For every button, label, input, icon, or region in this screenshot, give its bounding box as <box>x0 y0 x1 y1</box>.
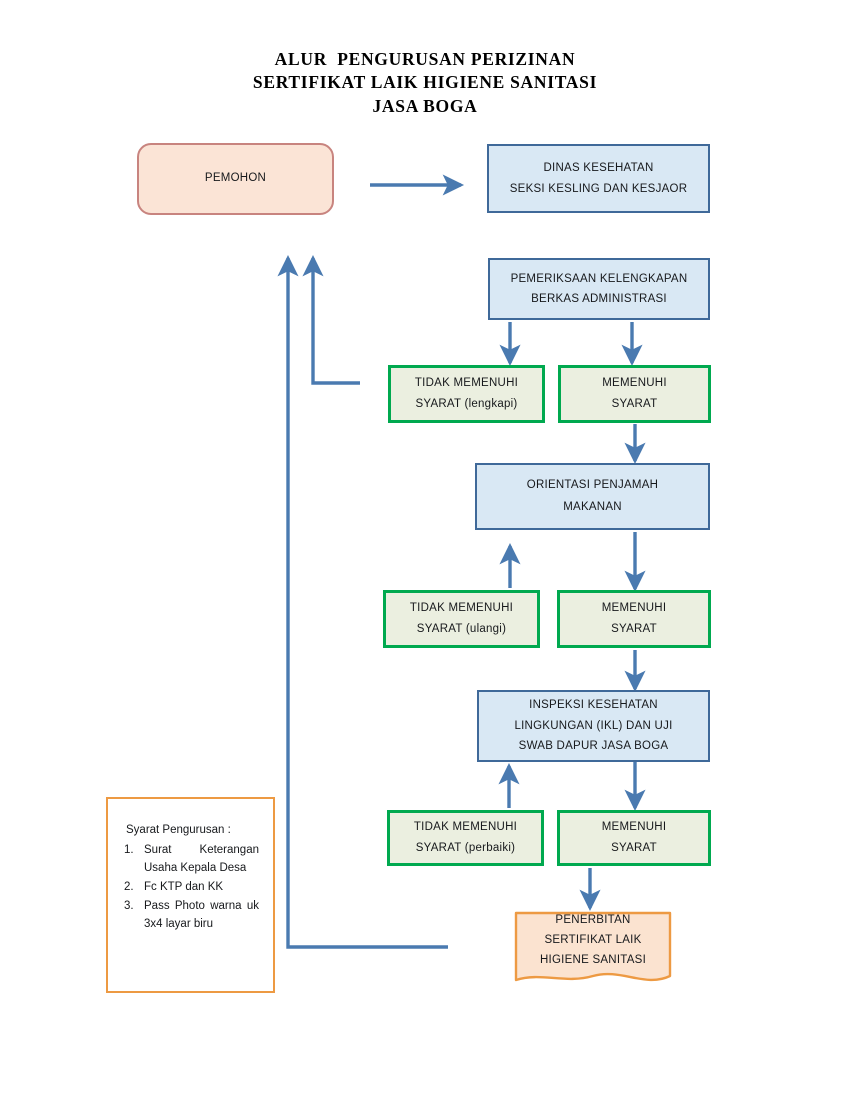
node-tidak-ulangi-line-1: TIDAK MEMENUHI <box>409 601 514 614</box>
node-tidak-memenuhi-perbaiki[interactable]: TIDAK MEMENUHI SYARAT (perbaiki) <box>387 810 544 866</box>
requirements-item-text: Surat Keterangan Usaha Kepala Desa <box>144 843 259 875</box>
requirements-item-text: Fc KTP dan KK <box>144 880 224 893</box>
node-orientasi-line-2: MAKANAN <box>563 500 622 513</box>
node-memenuhi-syarat-3[interactable]: MEMENUHI SYARAT <box>557 810 711 866</box>
page-title-line-1: ALUR PENGURUSAN PERIZINAN <box>274 49 576 69</box>
requirements-heading: Syarat Pengurusan : <box>126 824 231 836</box>
node-memenuhi-2-line-2: SYARAT <box>611 623 657 635</box>
document-shape <box>514 911 672 982</box>
page-title-line-2: SERTIFIKAT LAIK HIGIENE SANITASI <box>252 72 598 93</box>
node-inspeksi-line-2: LINGKUNGAN (IKL) DAN UJI <box>514 719 673 732</box>
node-orientasi-line-1: ORIENTASI PENJAMAH <box>526 479 659 492</box>
page-title: ALUR PENGURUSAN PERIZINAN SERTIFIKAT LAI… <box>0 48 850 118</box>
node-tidak-ulangi-line-2: SYARAT (ulangi) <box>416 623 507 635</box>
node-pemeriksaan-line-1: PEMERIKSAAN KELENGKAPAN <box>510 272 688 285</box>
node-memenuhi-1-line-1: MEMENUHI <box>602 376 667 389</box>
node-pemohon[interactable]: PEMOHON <box>137 143 334 215</box>
requirements-list: 1. Surat Keterangan Usaha Kepala Desa 2.… <box>124 841 259 934</box>
node-dinas-line-1: DINAS KESEHATAN <box>543 162 654 175</box>
requirements-item: 1. Surat Keterangan Usaha Kepala Desa <box>124 841 259 878</box>
page-title-line-3: JASA BOGA <box>372 95 478 116</box>
node-pemeriksaan-berkas[interactable]: PEMERIKSAAN KELENGKAPAN BERKAS ADMINISTR… <box>488 258 710 320</box>
node-penerbitan-line-1: PENERBITAN <box>555 914 631 927</box>
node-memenuhi-syarat-2[interactable]: MEMENUHI SYARAT <box>557 590 711 648</box>
node-dinas-line-2: SEKSI KESLING DAN KESJAOR <box>509 182 688 195</box>
node-inspeksi-kesehatan-lingkungan[interactable]: INSPEKSI KESEHATAN LINGKUNGAN (IKL) DAN … <box>477 690 710 762</box>
requirements-item: 2. Fc KTP dan KK <box>124 878 259 897</box>
node-inspeksi-line-3: SWAB DAPUR JASA BOGA <box>518 740 669 753</box>
node-tidak-lengkapi-line-2: SYARAT (lengkapi) <box>415 398 518 410</box>
requirements-item-number: 1. <box>124 843 134 856</box>
requirements-box: Syarat Pengurusan : 1. Surat Keterangan … <box>106 797 275 993</box>
node-memenuhi-2-line-1: MEMENUHI <box>601 601 667 614</box>
node-penerbitan-line-2: SERTIFIKAT LAIK <box>544 934 642 947</box>
node-penerbitan-sertifikat[interactable]: PENERBITAN SERTIFIKAT LAIK HIGIENE SANIT… <box>513 910 673 990</box>
requirements-item-number: 3. <box>124 899 134 912</box>
arrow-feedback-lengkapi <box>302 254 360 385</box>
node-tidak-memenuhi-lengkapi[interactable]: TIDAK MEMENUHI SYARAT (lengkapi) <box>388 365 545 423</box>
node-pemeriksaan-line-2: BERKAS ADMINISTRASI <box>531 293 667 305</box>
requirements-item: 3. Pass Photo warna uk 3x4 layar biru <box>124 897 259 934</box>
node-penerbitan-line-3: HIGIENE SANITASI <box>539 953 647 966</box>
node-memenuhi-3-line-1: MEMENUHI <box>601 820 667 833</box>
node-tidak-memenuhi-ulangi[interactable]: TIDAK MEMENUHI SYARAT (ulangi) <box>383 590 540 648</box>
node-memenuhi-syarat-1[interactable]: MEMENUHI SYARAT <box>558 365 711 423</box>
node-memenuhi-3-line-2: SYARAT <box>611 842 657 854</box>
node-tidak-perbaiki-line-1: TIDAK MEMENUHI <box>413 820 518 833</box>
node-tidak-perbaiki-line-2: SYARAT (perbaiki) <box>415 842 516 854</box>
node-pemohon-line-1: PEMOHON <box>204 172 267 185</box>
node-penerbitan-text: PENERBITAN SERTIFIKAT LAIK HIGIENE SANIT… <box>540 911 646 970</box>
node-memenuhi-1-line-2: SYARAT <box>611 398 658 410</box>
node-dinas-kesehatan[interactable]: DINAS KESEHATAN SEKSI KESLING DAN KESJAO… <box>487 144 710 213</box>
requirements-item-text: Pass Photo warna uk 3x4 layar biru <box>144 899 259 931</box>
node-tidak-lengkapi-line-1: TIDAK MEMENUHI <box>414 376 519 389</box>
node-inspeksi-line-1: INSPEKSI KESEHATAN <box>529 699 658 712</box>
requirements-item-number: 2. <box>124 880 134 893</box>
node-orientasi-penjamah-makanan[interactable]: ORIENTASI PENJAMAH MAKANAN <box>475 463 710 530</box>
